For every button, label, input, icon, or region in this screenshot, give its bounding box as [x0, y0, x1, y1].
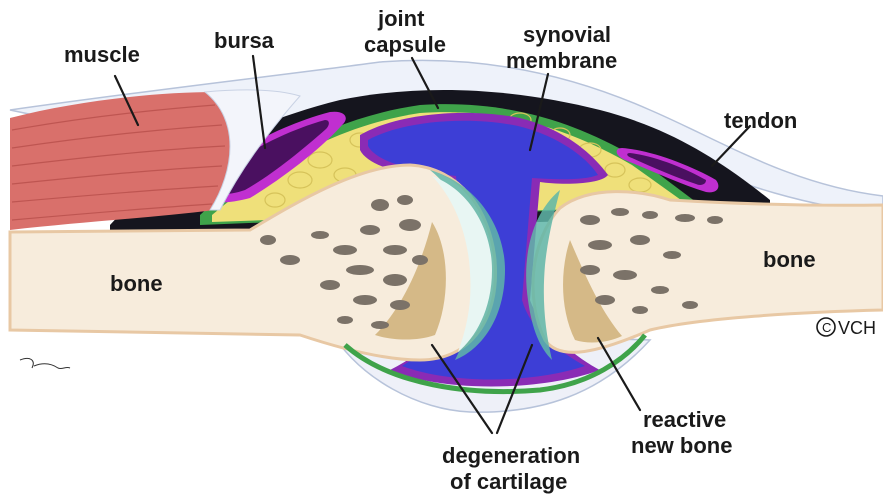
label-bone-right: bone [763, 247, 816, 272]
label-synovial-line2: membrane [506, 48, 617, 73]
label-joint-capsule-line2: capsule [364, 32, 446, 57]
label-bursa: bursa [214, 28, 275, 53]
label-bone-left: bone [110, 271, 163, 296]
label-joint-capsule-line1: joint [377, 6, 425, 31]
label-muscle: muscle [64, 42, 140, 67]
label-reactive-line1: reactive [643, 407, 726, 432]
artist-signature [20, 358, 70, 368]
muscle-body [10, 92, 232, 230]
label-degeneration-line2: of cartilage [450, 469, 567, 494]
label-tendon: tendon [724, 108, 797, 133]
label-copyright: VCH [838, 318, 876, 338]
label-synovial-line1: synovial [523, 22, 611, 47]
label-reactive-line2: new bone [631, 433, 732, 458]
label-degeneration-line1: degeneration [442, 443, 580, 468]
copyright-c-glyph: C [822, 320, 831, 335]
